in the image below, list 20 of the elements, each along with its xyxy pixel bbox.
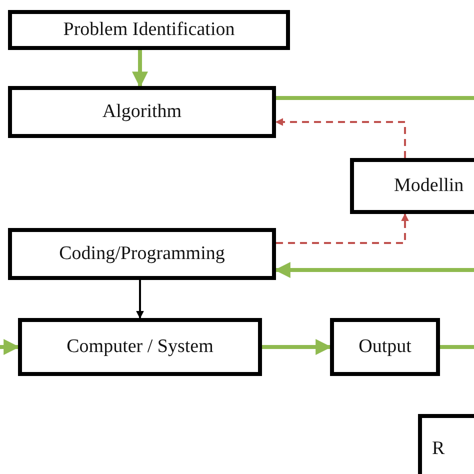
- arrow: [275, 118, 406, 158]
- arrow: [0, 339, 20, 355]
- arrow: [274, 262, 474, 278]
- process-box: [8, 10, 290, 50]
- process-box: [350, 158, 474, 214]
- arrow: [262, 339, 332, 355]
- box-label: Computer / System: [66, 336, 214, 358]
- arrow: [136, 280, 144, 319]
- process-box: [8, 86, 276, 138]
- box-label: R: [432, 438, 445, 460]
- box-label: Coding/Programming: [59, 243, 225, 265]
- box-label: Problem Identification: [63, 19, 235, 41]
- process-box: [330, 318, 440, 376]
- process-box: [8, 228, 276, 280]
- box-label: Modellin: [394, 175, 464, 197]
- arrow: [132, 50, 148, 88]
- box-label: Output: [358, 336, 412, 358]
- process-box: [18, 318, 262, 376]
- box-label: Algorithm: [102, 101, 182, 123]
- arrow: [276, 213, 409, 244]
